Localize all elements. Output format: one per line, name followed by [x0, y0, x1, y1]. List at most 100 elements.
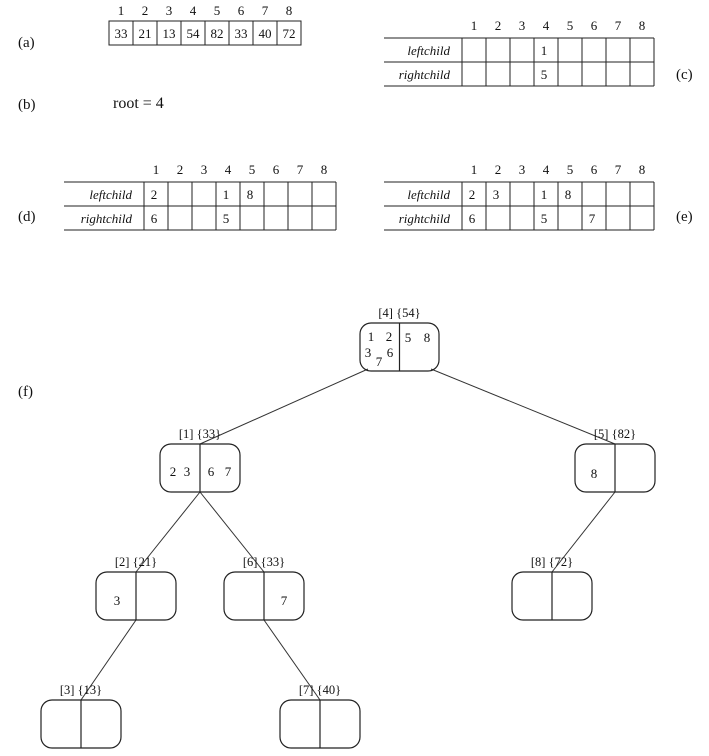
- leftchild-cell: 8: [565, 187, 572, 202]
- node-left-value: 3: [184, 464, 191, 479]
- tree-node-8: [8] {72}: [511, 555, 593, 621]
- node-right-value: 8: [424, 330, 431, 345]
- table-index: 8: [321, 162, 328, 177]
- tree-node-7: [7] {40}: [279, 683, 361, 749]
- table-index: 8: [639, 162, 646, 177]
- array-index: 4: [190, 3, 197, 18]
- table-index: 6: [591, 162, 598, 177]
- table-index: 4: [543, 162, 550, 177]
- tree-node-3: [3] {13}: [40, 683, 122, 749]
- node-left-value: 2: [386, 329, 393, 344]
- array-value: 40: [259, 26, 272, 41]
- edge-6-7: [263, 619, 321, 701]
- array-value: 82: [211, 26, 224, 41]
- rightchild-cell: 5: [541, 211, 548, 226]
- node-left-value: 6: [387, 345, 394, 360]
- rightchild-cell: 5: [223, 211, 230, 226]
- table-index: 6: [591, 18, 598, 33]
- rightchild-cell: 5: [541, 67, 548, 82]
- node-title: [6] {33}: [243, 555, 285, 569]
- node-right-value: 7: [225, 464, 232, 479]
- label-a: (a): [18, 35, 35, 51]
- array-value: 33: [115, 26, 128, 41]
- row-label-leftchild: leftchild: [407, 187, 450, 202]
- node-left-value: 7: [376, 354, 383, 369]
- table-index: 3: [519, 162, 526, 177]
- table-index: 7: [615, 18, 622, 33]
- leftchild-cell: 1: [541, 187, 548, 202]
- array-value: 33: [235, 26, 248, 41]
- root-text: root = 4: [113, 95, 164, 112]
- table-index: 2: [177, 162, 184, 177]
- tree-node-2: [2] {21} 3: [95, 555, 177, 621]
- tree-node-5: [5] {82}8: [574, 427, 656, 493]
- array-index: 6: [238, 3, 245, 18]
- array-index: 7: [262, 3, 269, 18]
- array-a: 1 2 3 4 5 6 7 8 33 21 13 54 82 33 40 72: [108, 3, 302, 46]
- table-index: 4: [543, 18, 550, 33]
- table-index: 3: [201, 162, 208, 177]
- table-index: 8: [639, 18, 646, 33]
- node-right-value: 6: [208, 464, 215, 479]
- edge-5-8: [551, 491, 616, 573]
- array-index: 8: [286, 3, 293, 18]
- child-table-c: 1 2 3 4 5 6 7 8 leftchild rightchild 1 5: [384, 18, 655, 87]
- node-left-value: 1: [368, 329, 375, 344]
- row-label-rightchild: rightchild: [399, 211, 451, 226]
- node-left-value: 8: [591, 466, 598, 481]
- node-title: [8] {72}: [531, 555, 573, 569]
- edge-1-2: [135, 491, 201, 573]
- table-index: 1: [471, 18, 478, 33]
- edge-4-1: [199, 368, 369, 445]
- node-title: [7] {40}: [299, 683, 341, 697]
- leftchild-cell: 1: [541, 43, 548, 58]
- label-d: (d): [18, 209, 36, 225]
- leftchild-cell: 2: [469, 187, 476, 202]
- array-index: 2: [142, 3, 149, 18]
- node-title: [2] {21}: [115, 555, 157, 569]
- array-value: 72: [283, 26, 296, 41]
- table-index: 5: [567, 18, 574, 33]
- table-index: 3: [519, 18, 526, 33]
- tree-node-6: [6] {33}7: [223, 555, 305, 621]
- array-index: 1: [118, 3, 125, 18]
- tree-edges: [80, 368, 616, 701]
- array-value: 13: [163, 26, 176, 41]
- leftchild-cell: 3: [493, 187, 500, 202]
- label-e: (e): [676, 209, 693, 225]
- table-index: 7: [615, 162, 622, 177]
- label-c: (c): [676, 67, 693, 83]
- node-left-value: 3: [365, 345, 372, 360]
- table-index: 1: [471, 162, 478, 177]
- node-title: [1] {33}: [179, 427, 221, 441]
- row-label-rightchild: rightchild: [399, 67, 451, 82]
- rightchild-cell: 6: [469, 211, 476, 226]
- array-index: 3: [166, 3, 173, 18]
- node-left-value: 2: [170, 464, 177, 479]
- row-label-rightchild: rightchild: [81, 211, 133, 226]
- leftchild-cell: 2: [151, 187, 158, 202]
- node-left-value: 3: [114, 593, 121, 608]
- edge-4-5: [430, 368, 616, 445]
- table-index: 5: [567, 162, 574, 177]
- row-label-leftchild: leftchild: [407, 43, 450, 58]
- table-index: 6: [273, 162, 280, 177]
- node-title: [3] {13}: [60, 683, 102, 697]
- array-index: 5: [214, 3, 221, 18]
- table-index: 2: [495, 162, 502, 177]
- edge-1-6: [199, 491, 265, 573]
- node-right-value: 5: [405, 330, 412, 345]
- row-label-leftchild: leftchild: [89, 187, 132, 202]
- node-title: [4] {54}: [378, 306, 420, 320]
- array-value: 54: [187, 26, 201, 41]
- leftchild-cell: 1: [223, 187, 230, 202]
- array-value: 21: [139, 26, 152, 41]
- table-index: 2: [495, 18, 502, 33]
- rightchild-cell: 7: [589, 211, 596, 226]
- label-f: (f): [18, 384, 33, 400]
